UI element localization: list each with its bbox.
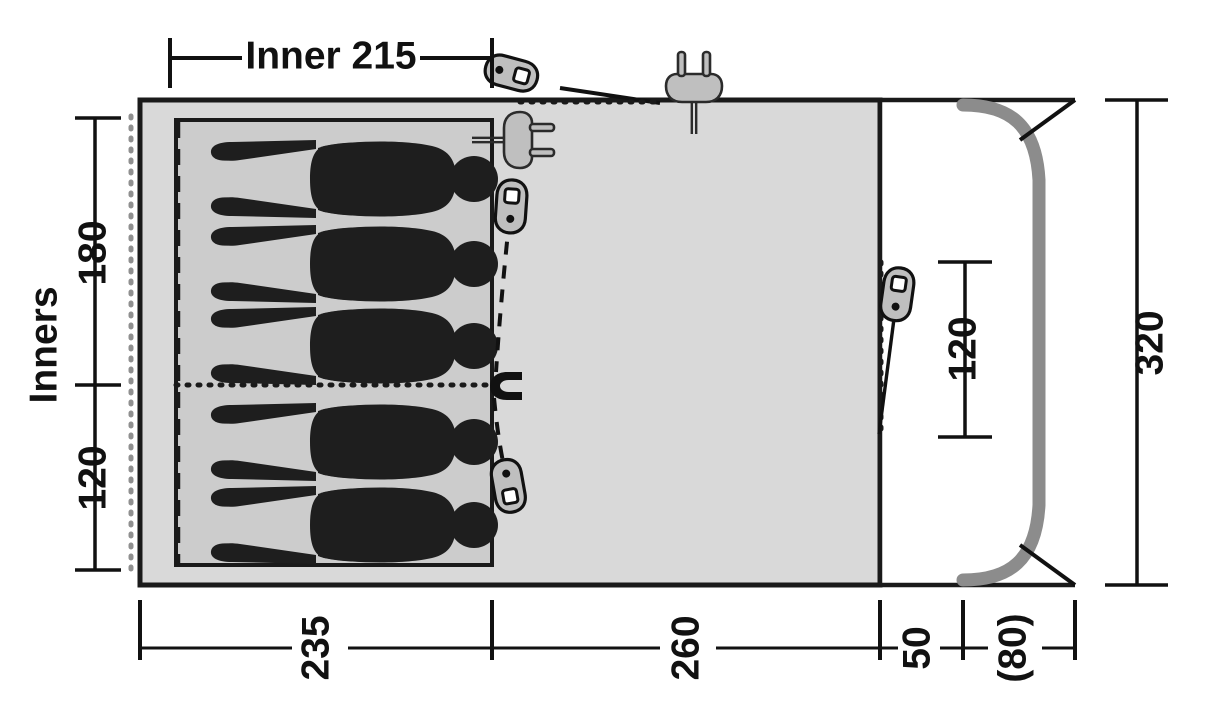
- dim-overall-depth: 320: [1105, 98, 1171, 587]
- dim-overall-depth-label: 320: [1128, 310, 1171, 375]
- guy-line-peg-right-icon: [877, 264, 918, 435]
- dim-inner-depth-lower-label: 120: [71, 445, 114, 510]
- dim-bedroom-length-label: 235: [294, 615, 337, 680]
- guy-line-peg-lower-icon: [487, 397, 530, 517]
- dim-inner-width-label: Inner 215: [245, 34, 416, 77]
- dim-door-opening: 120: [938, 260, 992, 439]
- canopy-guy-line-top: [1018, 98, 1077, 142]
- dim-canopy-length-label: (80): [991, 613, 1034, 682]
- inners-label: Inners: [22, 286, 65, 403]
- porch-area: [880, 100, 963, 585]
- dim-door-opening-label: 120: [941, 316, 984, 381]
- zipper-door-icon: [490, 372, 522, 400]
- dim-left-group: 180 120 Inners: [22, 116, 121, 572]
- canopy-group: [956, 98, 1077, 587]
- canopy-pole: [956, 98, 1046, 587]
- dim-bottom-group: 235 260 50 (80): [138, 600, 1077, 683]
- guy-line-peg-upper-icon: [492, 177, 530, 373]
- dim-inner-width: Inner 215: [168, 34, 494, 88]
- dim-inner-depth-upper-label: 180: [71, 220, 114, 285]
- canopy-guy-line-bottom: [1018, 543, 1077, 587]
- dim-living-length-label: 260: [664, 615, 707, 680]
- dim-porch-length-label: 50: [895, 626, 938, 669]
- guy-line-peg-top-icon: [480, 50, 661, 105]
